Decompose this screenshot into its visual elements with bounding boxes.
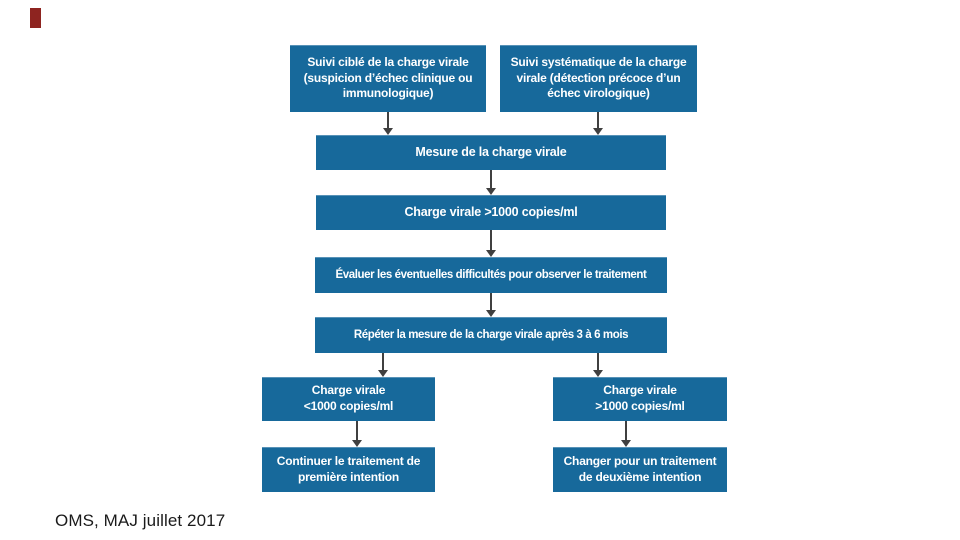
node-changer-traitement: Changer pour un traitement de deuxième i… bbox=[553, 447, 727, 492]
arrow-line bbox=[382, 353, 384, 370]
arrow-line bbox=[490, 293, 492, 310]
source-note: OMS, MAJ juillet 2017 bbox=[55, 511, 226, 530]
node-continuer-traitement-label: Continuer le traitement de première inte… bbox=[276, 453, 421, 484]
node-evaluer-difficultes-label: Évaluer les éventuelles difficultés pour… bbox=[335, 268, 647, 281]
arrow-down-icon bbox=[593, 370, 603, 377]
node-charge-virale-inf-1000-label: Charge virale <1000 copies/ml bbox=[303, 383, 394, 413]
flow-arrow-cible-to-mesure bbox=[382, 112, 394, 135]
flow-arrow-systematique-to-mesure bbox=[592, 112, 604, 135]
arrow-line bbox=[597, 353, 599, 370]
arrow-line bbox=[356, 421, 358, 440]
node-charge-virale-sup-1000: Charge virale >1000 copies/ml bbox=[316, 195, 666, 230]
arrow-down-icon bbox=[621, 440, 631, 447]
arrow-down-icon bbox=[486, 188, 496, 195]
arrow-down-icon bbox=[486, 310, 496, 317]
node-suivi-cible-label: Suivi ciblé de la charge virale (suspici… bbox=[303, 55, 473, 101]
node-changer-traitement-label: Changer pour un traitement de deuxième i… bbox=[563, 453, 717, 484]
flow-arrow-repeter-to-inf1000 bbox=[377, 353, 389, 377]
node-suivi-cible: Suivi ciblé de la charge virale (suspici… bbox=[290, 45, 486, 112]
flow-arrow-inf1000-to-continuer bbox=[351, 421, 363, 447]
node-mesure-charge-virale-label: Mesure de la charge virale bbox=[415, 145, 567, 160]
slide-accent-mark bbox=[30, 8, 41, 28]
arrow-down-icon bbox=[383, 128, 393, 135]
flow-arrow-repeter-to-sup1000 bbox=[592, 353, 604, 377]
node-suivi-systematique: Suivi systématique de la charge virale (… bbox=[500, 45, 697, 112]
arrow-line bbox=[597, 112, 599, 128]
node-mesure-charge-virale: Mesure de la charge virale bbox=[316, 135, 666, 170]
flow-arrow-charge-to-evaluer bbox=[485, 230, 497, 257]
node-charge-virale-sup-1000-branche: Charge virale >1000 copies/ml bbox=[553, 377, 727, 421]
arrow-line bbox=[490, 170, 492, 188]
node-suivi-systematique-label: Suivi systématique de la charge virale (… bbox=[510, 55, 687, 101]
node-evaluer-difficultes: Évaluer les éventuelles difficultés pour… bbox=[315, 257, 667, 293]
arrow-line bbox=[387, 112, 389, 128]
node-repeter-mesure: Répéter la mesure de la charge virale ap… bbox=[315, 317, 667, 353]
arrow-down-icon bbox=[593, 128, 603, 135]
arrow-line bbox=[625, 421, 627, 440]
arrow-down-icon bbox=[352, 440, 362, 447]
flow-arrow-sup1000-to-changer bbox=[620, 421, 632, 447]
node-continuer-traitement: Continuer le traitement de première inte… bbox=[262, 447, 435, 492]
node-charge-virale-inf-1000-branche: Charge virale <1000 copies/ml bbox=[262, 377, 435, 421]
node-charge-virale-sup-1000-label: Charge virale >1000 copies/ml bbox=[404, 205, 578, 220]
flow-arrow-evaluer-to-repeter bbox=[485, 293, 497, 317]
arrow-down-icon bbox=[486, 250, 496, 257]
flow-arrow-mesure-to-charge bbox=[485, 170, 497, 195]
node-charge-virale-sup-1000-branche-label: Charge virale >1000 copies/ml bbox=[595, 383, 685, 413]
arrow-line bbox=[490, 230, 492, 250]
arrow-down-icon bbox=[378, 370, 388, 377]
node-repeter-mesure-label: Répéter la mesure de la charge virale ap… bbox=[353, 328, 629, 341]
